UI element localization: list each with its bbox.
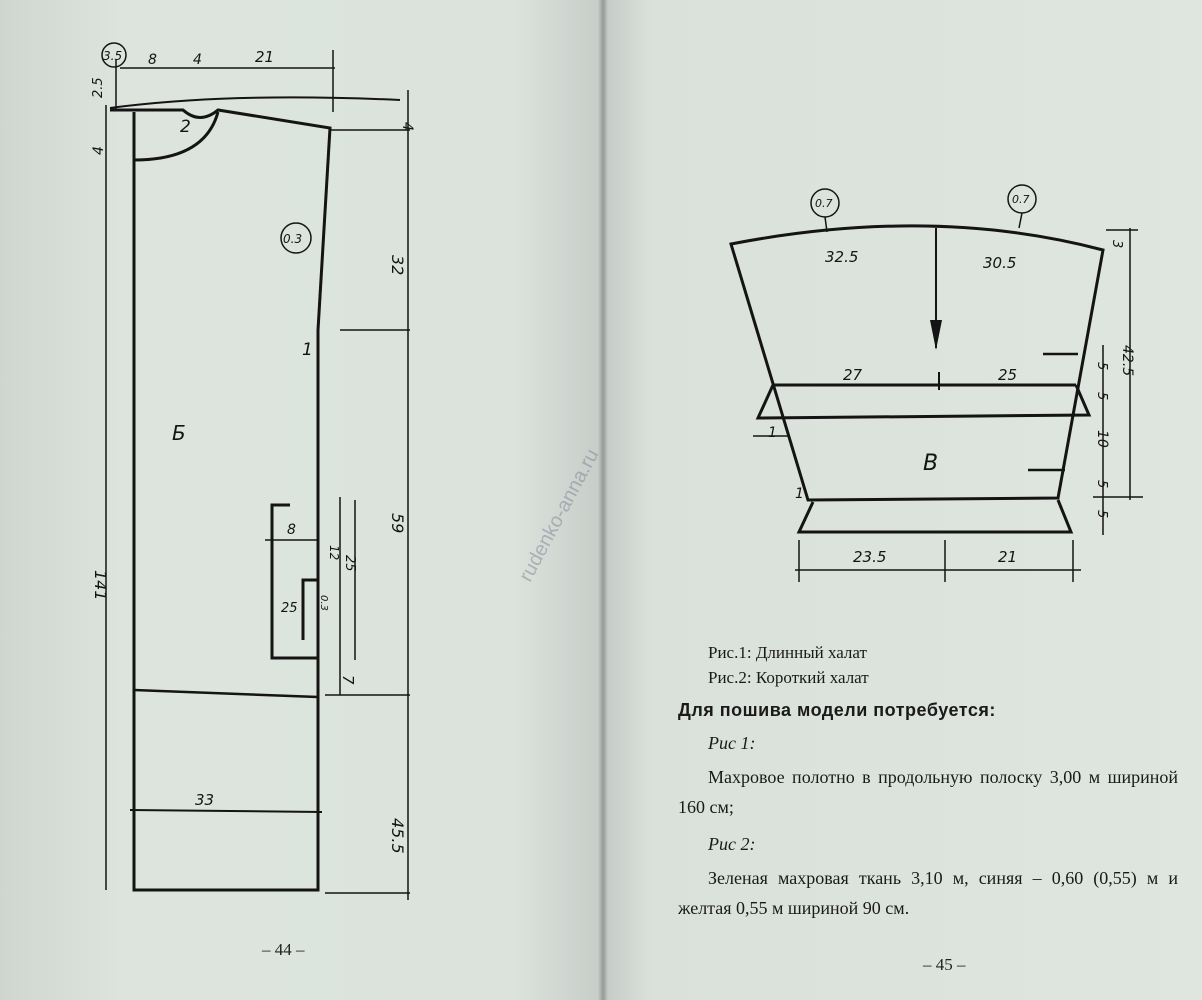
band-upper — [755, 384, 1092, 420]
label-235: 23.5 — [853, 548, 886, 566]
label-pocket-8: 8 — [287, 522, 296, 538]
label-425: 42.5 — [1119, 345, 1135, 376]
label-4-left: 4 — [91, 146, 107, 155]
pattern-b-drawing: 3.5 8 4 21 2.5 2 4 4 0.3 32 1 Б 141 59 8… — [91, 42, 415, 900]
label-5c: 5 — [1094, 480, 1109, 488]
neckline — [133, 111, 220, 162]
grain-arrow-head — [930, 320, 942, 350]
pattern-v-outline — [729, 224, 1105, 502]
book-gutter — [598, 0, 608, 1000]
pocket-inner — [301, 578, 318, 640]
label-35: 3.5 — [103, 49, 122, 63]
page-number-45: – 45 – — [923, 955, 966, 974]
label-32: 32 — [388, 255, 407, 275]
label-03: 0.3 — [283, 232, 302, 246]
label-3: 3 — [1109, 240, 1124, 248]
pattern-label-v: В — [923, 451, 938, 476]
label-25-v: 25 — [998, 366, 1017, 384]
label-25c: 25 — [281, 601, 298, 616]
circle-35 — [101, 42, 127, 68]
band-lower — [796, 499, 1074, 534]
label-5d: 5 — [1094, 510, 1109, 518]
label-1: 1 — [302, 340, 313, 360]
left-page: 3.5 8 4 21 2.5 2 4 4 0.3 32 1 Б 141 59 8… — [0, 0, 603, 1000]
label-8: 8 — [148, 52, 157, 68]
pattern-label-b: Б — [172, 421, 186, 445]
label-neck-2: 2 — [180, 117, 191, 137]
label-27: 27 — [843, 366, 863, 384]
circle-03 — [280, 222, 312, 254]
label-4: 4 — [193, 52, 202, 68]
label-59: 59 — [388, 513, 407, 533]
label-25: 2.5 — [91, 77, 106, 98]
dim-33-line — [129, 809, 323, 813]
label-12: 12 — [327, 545, 341, 560]
hem-line — [133, 688, 319, 699]
pocket-outline — [270, 503, 318, 660]
page-number-44: – 44 – — [262, 940, 305, 959]
label-1a: 1 — [768, 425, 777, 441]
materials-heading: Для пошива модели потребуется: — [678, 700, 996, 720]
leader-right — [1018, 212, 1023, 229]
fig1-text: Махровое полотно в продольную полоску 3,… — [678, 767, 1178, 817]
label-7: 7 — [339, 675, 357, 685]
fig1-label: Рис 1: — [708, 733, 756, 753]
label-455: 45.5 — [388, 818, 407, 854]
top-curve — [109, 96, 401, 109]
label-33: 33 — [195, 791, 214, 809]
label-305: 30.5 — [983, 254, 1016, 272]
label-25b: 25 — [342, 555, 357, 572]
label-325: 32.5 — [825, 248, 858, 266]
leader-left — [824, 216, 828, 233]
caption-fig1: Рис.1: Длинный халат — [708, 643, 867, 662]
label-03b: 0.3 — [318, 595, 329, 611]
label-5b: 5 — [1094, 392, 1109, 400]
caption-fig2: Рис.2: Короткий халат — [708, 668, 869, 687]
materials-text: Рис.1: Длинный халат Рис.2: Короткий хал… — [678, 640, 1178, 923]
label-21: 21 — [255, 48, 274, 66]
label-1b: 1 — [795, 486, 804, 502]
label-4-right: 4 — [399, 122, 415, 131]
right-page: 0.7 0.7 32.5 30.5 3 27 25 5 5 42.5 1 10 … — [603, 0, 1202, 1000]
label-07-right: 0.7 — [1012, 193, 1030, 206]
fig2-text: Зеленая махровая ткань 3,10 м, синяя – 0… — [678, 868, 1178, 918]
pattern-b-outline — [110, 108, 332, 892]
label-10: 10 — [1094, 430, 1110, 448]
label-21-v: 21 — [998, 548, 1017, 566]
fig2-label: Рис 2: — [708, 834, 756, 854]
label-07-left: 0.7 — [815, 197, 833, 210]
pattern-v-drawing: 0.7 0.7 32.5 30.5 3 27 25 5 5 42.5 1 10 … — [729, 184, 1143, 582]
label-141: 141 — [91, 570, 110, 601]
label-5a: 5 — [1094, 362, 1109, 370]
